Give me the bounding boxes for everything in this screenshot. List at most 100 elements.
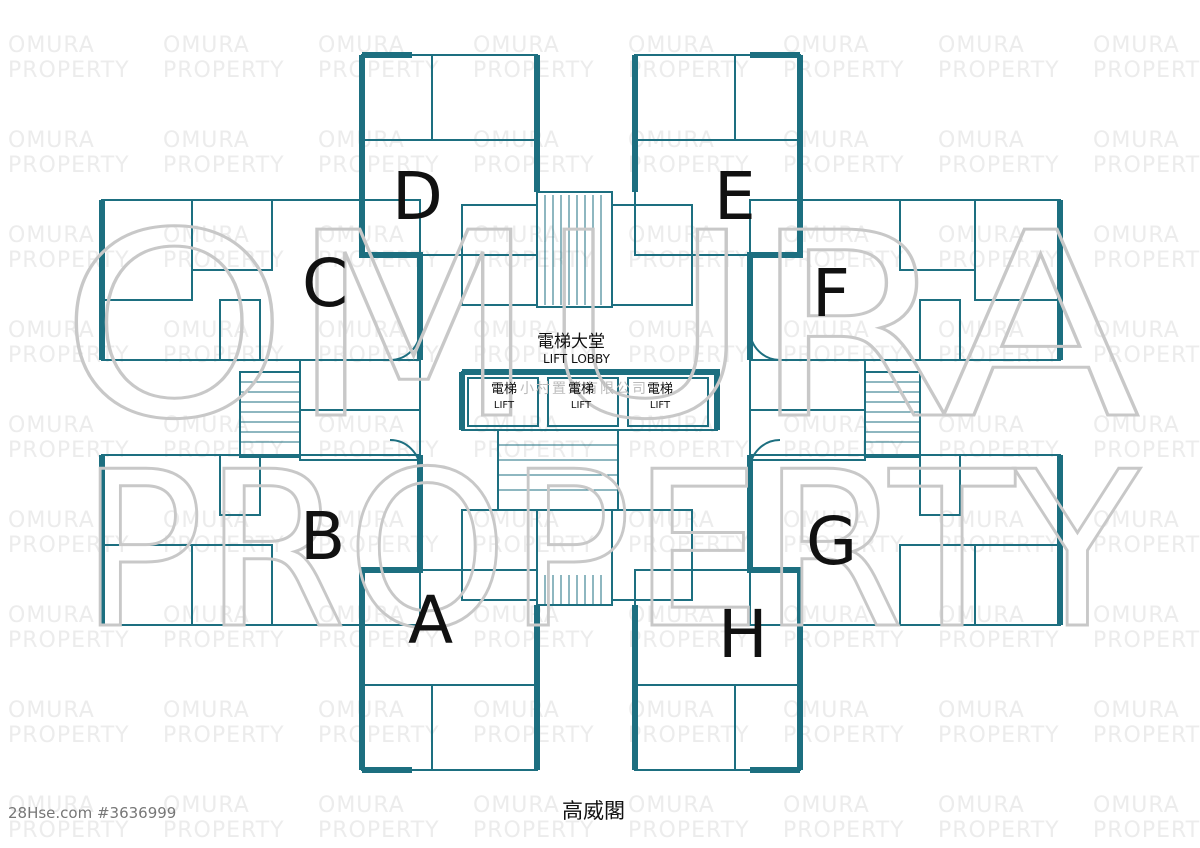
lift-1-en: LIFT [493,400,515,411]
watermark-line2: PROPERTY [938,343,1060,368]
watermark-line1: OMURA [8,508,95,533]
watermark-line1: OMURA [1093,223,1180,248]
watermark-line1: OMURA [1093,603,1180,628]
watermark-line1: OMURA [1093,508,1180,533]
watermark-line2: PROPERTY [628,58,750,83]
watermark-line2: PROPERTY [473,248,595,273]
watermark-line2: PROPERTY [8,818,130,843]
central-stair [497,429,619,511]
watermark-line2: PROPERTY [783,153,905,178]
watermark-line1: OMURA [938,413,1025,438]
unit-label-c: C [302,245,349,322]
watermark-line2: PROPERTY [783,58,905,83]
watermark-line2: PROPERTY [1093,628,1200,653]
watermark-line1: OMURA [783,318,870,343]
watermark-line1: OMURA [318,793,405,818]
company-watermark: 小村置業有限公司 [520,381,648,397]
watermark-line1: OMURA [318,413,405,438]
watermark-line1: OMURA [1093,33,1180,58]
watermark-line1: OMURA [783,508,870,533]
watermark-line2: PROPERTY [318,723,440,748]
watermark-line1: OMURA [628,33,715,58]
watermark-line1: OMURA [318,318,405,343]
watermark-line1: OMURA [783,413,870,438]
watermark-line2: PROPERTY [1093,723,1200,748]
watermark-line1: OMURA [163,413,250,438]
watermark-line2: PROPERTY [163,723,285,748]
unit-label-a: A [408,582,454,659]
watermark-line1: OMURA [163,128,250,153]
watermark-line1: OMURA [8,223,95,248]
watermark-line2: PROPERTY [8,723,130,748]
watermark-line1: OMURA [8,793,95,818]
watermark-line1: OMURA [163,698,250,723]
watermark-line2: PROPERTY [628,438,750,463]
watermark-line2: PROPERTY [8,628,130,653]
big-watermark-line1: OMURA [60,179,1140,476]
watermark-line1: OMURA [628,318,715,343]
watermark-line1: OMURA [163,33,250,58]
watermark-line2: PROPERTY [318,153,440,178]
watermark-line1: OMURA [473,33,560,58]
watermark-line1: OMURA [473,508,560,533]
watermark-line1: OMURA [938,223,1025,248]
watermark-line2: PROPERTY [1093,248,1200,273]
watermark-line2: PROPERTY [8,248,130,273]
watermark-line1: OMURA [1093,128,1180,153]
watermark-line1: OMURA [473,603,560,628]
watermark-line1: OMURA [938,698,1025,723]
unit-label-b: B [300,498,346,575]
watermark-line2: PROPERTY [628,343,750,368]
watermark-line2: PROPERTY [938,438,1060,463]
unit-label-h: H [718,596,768,673]
big-watermark: OMURA PROPERTY [59,178,1143,678]
watermark-line2: PROPERTY [938,818,1060,843]
big-watermark-line2: PROPERTY [80,425,1141,676]
unit-label-g: G [806,503,858,580]
watermark-line2: PROPERTY [783,723,905,748]
watermark-line1: OMURA [8,318,95,343]
watermark-line1: OMURA [938,508,1025,533]
watermark-line2: PROPERTY [1093,153,1200,178]
watermark-line1: OMURA [628,603,715,628]
watermark-line1: OMURA [8,413,95,438]
watermark-line1: OMURA [8,33,95,58]
stair-top [536,191,613,308]
watermark-line1: OMURA [938,128,1025,153]
watermark-line2: PROPERTY [318,628,440,653]
watermark-line1: OMURA [473,318,560,343]
watermark-line2: PROPERTY [163,628,285,653]
watermark-line2: PROPERTY [8,343,130,368]
lift-3-en: LIFT [649,400,671,411]
watermark-line2: PROPERTY [8,153,130,178]
